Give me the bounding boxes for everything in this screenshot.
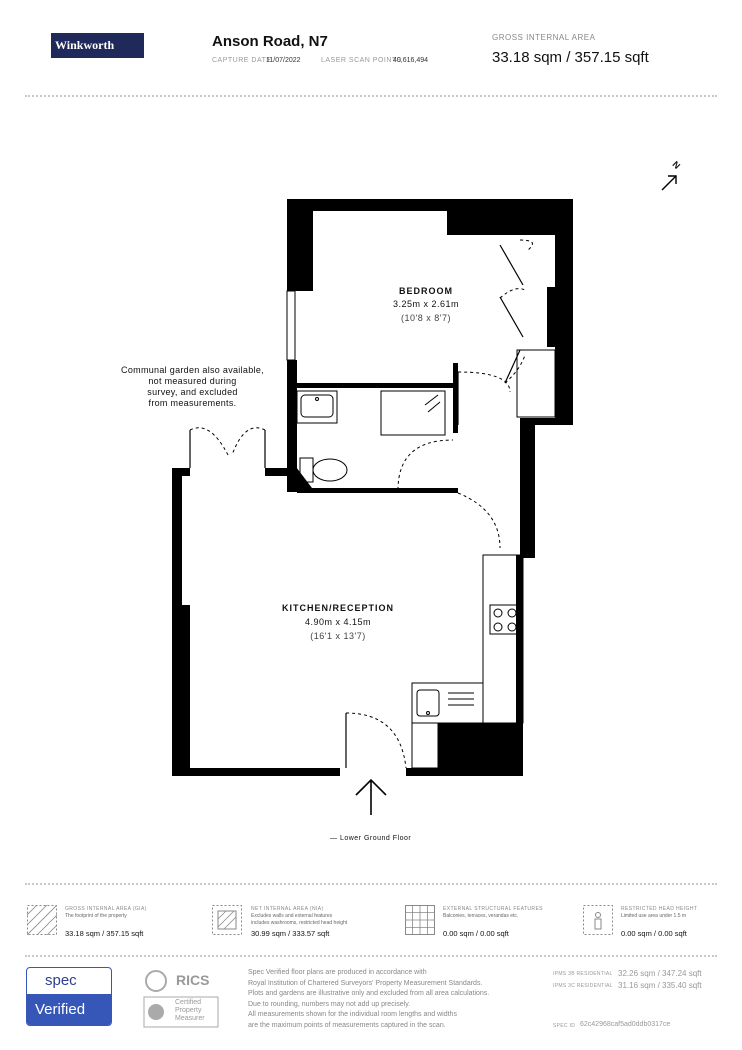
legend-rhh-desc: Limited use area under 1.5 m — [621, 913, 687, 919]
ipms-3b-value: 32.26 sqm / 347.24 sqft — [618, 969, 702, 978]
legend-divider-bottom — [25, 955, 717, 957]
person-height-icon — [583, 905, 613, 935]
floor-label: — Lower Ground Floor — [330, 835, 412, 842]
ipms-3c-label: IPMS 3C RESIDENTIAL — [553, 983, 613, 989]
kitchen-imperial: (16'1 x 13'7) — [310, 631, 366, 641]
legend-rhh-title: RESTRICTED HEAD HEIGHT — [621, 906, 698, 912]
fixtures — [299, 394, 520, 717]
capture-date: 11/07/2022 — [266, 57, 301, 64]
ipms-3c-value: 31.16 sqm / 335.40 sqft — [618, 981, 702, 990]
legend-divider-top — [25, 883, 717, 885]
disclaimer-line: Plots and gardens are illustrative only … — [248, 990, 490, 997]
bedroom-imperial: (10'8 x 8'7) — [401, 313, 451, 323]
gia-label: GROSS INTERNAL AREA — [492, 33, 596, 42]
kitchen-dims: 4.90m x 4.15m — [304, 617, 372, 627]
scan-points: 40,616,494 — [393, 57, 429, 64]
compass-icon — [661, 175, 677, 191]
spec-verified-badge: spec Verified — [26, 967, 112, 1026]
rics-badge-line: Certified — [175, 999, 202, 1006]
nia-hatched-icon — [212, 905, 242, 935]
legend-ext-title: EXTERNAL STRUCTURAL FEATURES — [443, 906, 543, 912]
legend-nia-value: 30.99 sqm / 333.57 sqft — [251, 929, 330, 938]
note-line: Communal garden also available, — [121, 365, 264, 375]
winkworth-logo: Winkworth — [51, 33, 144, 58]
rics-certified: Certified Property Measurer — [175, 999, 205, 1023]
rics-badge-line: Property — [175, 1007, 202, 1014]
spec-label: spec — [45, 972, 77, 989]
disclaimer-line: Royal Institution of Chartered Surveyors… — [248, 979, 483, 987]
note-line: from measurements. — [148, 398, 237, 408]
capture-date-label: CAPTURE DATE — [212, 57, 272, 64]
legend-gia-title: GROSS INTERNAL AREA (GIA) — [65, 906, 147, 912]
verified-label: Verified — [27, 994, 111, 1025]
grid-square-icon — [405, 905, 435, 935]
legend-ext-desc: Balconies, terraces, verandas etc. — [443, 913, 519, 919]
rics-logo — [143, 970, 219, 1028]
legend-nia-desc: includes washrooms, restricted head heig… — [251, 920, 348, 926]
legend-gia-desc: The footprint of the property — [65, 913, 127, 919]
walls — [172, 199, 573, 776]
disclaimer-line: are the maximum points of measurements c… — [248, 1021, 446, 1029]
disclaimer-line: Due to rounding, numbers may not add up … — [248, 1000, 411, 1008]
disclaimer-line: Spec Verified floor plans are produced i… — [248, 969, 427, 976]
hatched-square-icon — [27, 905, 57, 935]
disclaimer: Spec Verified floor plans are produced i… — [248, 968, 489, 1031]
legend-rhh-value: 0.00 sqm / 0.00 sqft — [621, 929, 687, 938]
ipms-3b-label: IPMS 3B RESIDENTIAL — [553, 971, 613, 977]
legend-ext-value: 0.00 sqm / 0.00 sqft — [443, 929, 509, 938]
note-line: survey, and excluded — [147, 387, 238, 397]
property-title: Anson Road, N7 — [212, 33, 328, 50]
spec-id: 62c42968caf5ad0ddb0317ce — [580, 1021, 671, 1028]
disclaimer-line: All measurements shown for the individua… — [248, 1011, 457, 1018]
legend-nia-desc: Excludes walls and external features — [251, 913, 333, 919]
kitchen-name: KITCHEN/RECEPTION — [281, 603, 394, 613]
note-line: not measured during — [148, 376, 237, 386]
rics-wordmark: RICS — [176, 972, 210, 988]
garden-note: Communal garden also available, not meas… — [100, 365, 285, 409]
header-divider — [25, 95, 717, 97]
spec-id-label: SPEC ID — [553, 1023, 576, 1029]
bedroom-dims: 3.25m x 2.61m — [392, 299, 460, 309]
gia-value: 33.18 sqm / 357.15 sqft — [492, 49, 649, 66]
scan-points-label: LASER SCAN POINTS — [321, 57, 402, 64]
legend-nia-title: NET INTERNAL AREA (NIA) — [251, 906, 324, 912]
legend-gia-value: 33.18 sqm / 357.15 sqft — [65, 929, 144, 938]
floor-plan — [172, 175, 677, 815]
rics-badge-line: Measurer — [175, 1015, 205, 1022]
bedroom-name: BEDROOM — [399, 286, 453, 296]
entrance-arrow-icon — [355, 778, 387, 815]
